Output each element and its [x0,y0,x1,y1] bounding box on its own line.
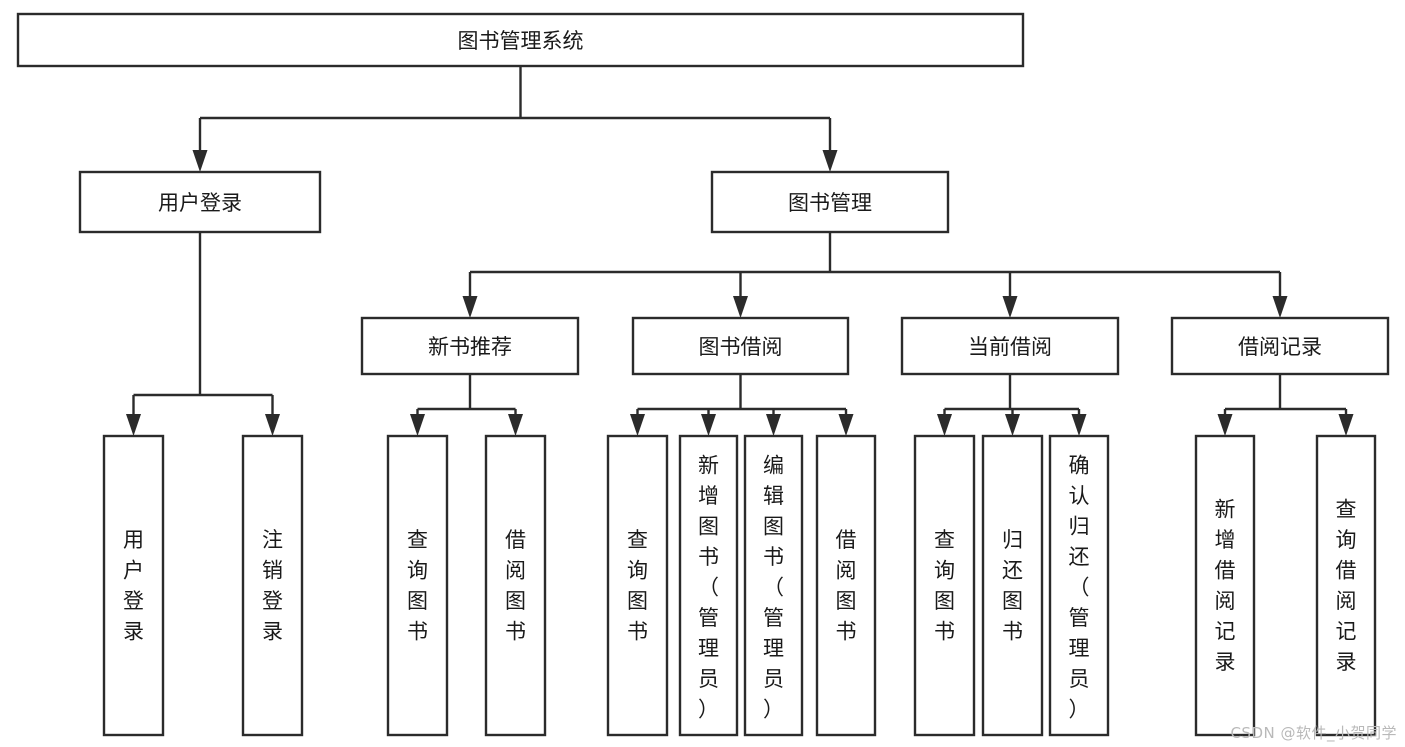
node-box[interactable] [16,12,1025,68]
node-leaf-query-record[interactable]: 查询借阅记录 [1315,434,1377,737]
node-leaf-logout-login[interactable]: 注销登录 [241,434,304,737]
node-label: 借阅图书 [836,528,857,644]
node-box[interactable] [360,316,580,376]
arrow-head-icon [1217,414,1233,436]
node-book-borrow[interactable]: 图书借阅 [631,316,850,376]
connector-group [192,66,838,172]
node-box[interactable] [484,434,547,737]
node-label: 借阅图书 [505,528,526,644]
node-box[interactable] [631,316,850,376]
node-box[interactable] [981,434,1044,737]
node-new-book-recommend[interactable]: 新书推荐 [360,316,580,376]
node-box[interactable] [241,434,304,737]
connector-group [1217,374,1354,436]
node-leaf-return-book[interactable]: 归还图书 [981,434,1044,737]
node-leaf-confirm-return[interactable]: 确认归还（管理员） [1048,434,1110,737]
node-book-manage[interactable]: 图书管理 [710,170,950,234]
node-label: 用户登录 [158,191,242,215]
connector-group [462,232,1288,318]
node-leaf-query-book-2[interactable]: 查询图书 [606,434,669,737]
connector-group [630,374,854,436]
node-label: 查询借阅记录 [1336,498,1357,675]
node-label: 查询图书 [934,528,955,644]
arrow-head-icon [462,296,478,318]
connector-group [126,232,280,436]
node-leaf-borrow-book-1[interactable]: 借阅图书 [484,434,547,737]
node-box[interactable] [678,434,739,737]
arrow-head-icon [410,414,425,436]
node-leaf-query-book-1[interactable]: 查询图书 [386,434,449,737]
arrow-head-icon [508,414,523,436]
node-label: 确认归还（管理员） [1069,454,1090,722]
arrow-head-icon [937,414,952,436]
node-label: 查询图书 [407,528,428,644]
node-box[interactable] [1194,434,1256,737]
node-label: 用户登录 [123,528,144,644]
arrow-head-icon [838,414,854,436]
arrow-head-icon [1338,414,1354,436]
node-box[interactable] [78,170,322,234]
connector-layer [126,66,1354,436]
node-label: 借阅记录 [1238,335,1322,359]
node-box[interactable] [1315,434,1377,737]
arrow-head-icon [733,296,748,318]
arrow-head-icon [126,414,141,436]
arrow-head-icon [265,414,280,436]
node-borrow-record[interactable]: 借阅记录 [1170,316,1390,376]
node-label: 查询图书 [627,528,648,644]
node-box[interactable] [900,316,1120,376]
node-box[interactable] [386,434,449,737]
node-box[interactable] [1170,316,1390,376]
csdn-watermark: CSDN @软件_小贺同学 [1230,724,1397,742]
node-label: 图书借阅 [699,335,783,359]
node-label: 新增图书（管理员） [698,454,719,722]
node-user-login[interactable]: 用户登录 [78,170,322,234]
node-label: 归还图书 [1002,528,1023,644]
node-label: 图书管理 [788,191,872,215]
node-label: 图书管理系统 [458,29,584,53]
node-leaf-add-record[interactable]: 新增借阅记录 [1194,434,1256,737]
node-layer: 图书管理系统用户登录图书管理新书推荐图书借阅当前借阅借阅记录用户登录注销登录查询… [16,12,1390,737]
arrow-head-icon [766,414,781,436]
node-leaf-add-book[interactable]: 新增图书（管理员） [678,434,739,737]
node-box[interactable] [102,434,165,737]
node-label: 新书推荐 [428,335,512,359]
node-box[interactable] [913,434,976,737]
node-root[interactable]: 图书管理系统 [16,12,1025,68]
node-box[interactable] [1048,434,1110,737]
arrow-head-icon [1005,414,1020,436]
connector-group [937,374,1087,436]
node-leaf-query-book-3[interactable]: 查询图书 [913,434,976,737]
arrow-head-icon [1071,414,1087,436]
node-box[interactable] [815,434,877,737]
node-leaf-borrow-book-2[interactable]: 借阅图书 [815,434,877,737]
node-label: 注销登录 [262,528,283,644]
node-box[interactable] [710,170,950,234]
node-leaf-edit-book[interactable]: 编辑图书（管理员） [743,434,804,737]
arrow-head-icon [701,414,716,436]
node-box[interactable] [606,434,669,737]
node-label: 新增借阅记录 [1215,498,1236,675]
arrow-head-icon [1272,296,1288,318]
node-leaf-user-login[interactable]: 用户登录 [102,434,165,737]
node-box[interactable] [743,434,804,737]
arrow-head-icon [192,150,208,172]
node-current-borrow[interactable]: 当前借阅 [900,316,1120,376]
connector-group [410,374,523,436]
arrow-head-icon [822,150,838,172]
arrow-head-icon [630,414,645,436]
node-label: 当前借阅 [968,335,1052,359]
arrow-head-icon [1002,296,1018,318]
node-label: 编辑图书（管理员） [763,454,784,722]
